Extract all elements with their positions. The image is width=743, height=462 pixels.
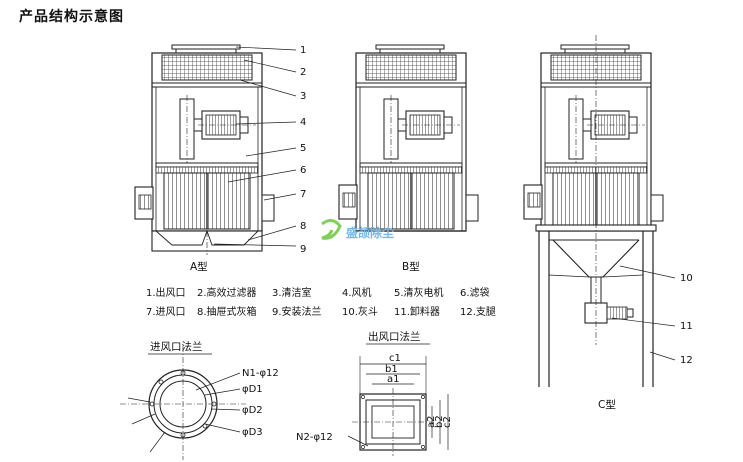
callout-3: 3 <box>300 91 306 102</box>
legend-item: 2.高效过滤器 <box>197 286 257 299</box>
callout-12: 12 <box>680 355 693 366</box>
callout-1: 1 <box>300 45 306 56</box>
inlet-d2-label: φD2 <box>242 405 263 416</box>
inlet-hole-label: N1-φ12 <box>242 368 279 379</box>
inlet-flange-title: 进风口法兰 <box>150 340 203 353</box>
outlet-dim-c1: c1 <box>389 353 401 364</box>
callout-7: 7 <box>300 189 306 200</box>
unit-a <box>134 44 275 255</box>
callout-4: 4 <box>300 117 306 128</box>
inlet-d3-label: φD3 <box>242 427 263 438</box>
legend-item: 5.清灰电机 <box>394 286 444 299</box>
callout-numbers: 1 2 3 4 5 6 7 8 9 10 11 12 <box>300 45 693 366</box>
legend-item: 9.安装法兰 <box>272 305 322 318</box>
page-title: 产品结构示意图 <box>19 9 124 25</box>
outlet-hole-label: N2-φ12 <box>296 432 333 443</box>
legend-item: 4.风机 <box>342 286 372 299</box>
legend-item: 7.进风口 <box>146 306 186 318</box>
legend-item: 6.滤袋 <box>460 286 490 299</box>
watermark: 盛颉除尘 <box>321 219 394 240</box>
outlet-flange-drawing: 出风口法兰 c1 b1 a1 a2 b2 c2 N2-φ12 <box>296 330 453 456</box>
outlet-flange-title: 出风口法兰 <box>368 330 421 343</box>
outlet-dim-b1: b1 <box>385 364 398 375</box>
callout-6: 6 <box>300 165 306 176</box>
variant-label-a: A型 <box>190 260 208 273</box>
outlet-dim-b2: b2 <box>434 415 445 428</box>
outlet-dim-a1: a1 <box>387 374 400 385</box>
unit-b <box>338 44 479 232</box>
parts-legend: 1.出风口 2.高效过滤器 3.清洁室 4.风机 5.清灰电机 6.滤袋 7.进… <box>146 286 496 318</box>
variant-label-c: C型 <box>598 398 616 411</box>
legend-item: 3.清洁室 <box>272 286 312 299</box>
callout-10: 10 <box>680 273 693 284</box>
unit-c <box>523 35 664 387</box>
callout-8: 8 <box>300 221 306 232</box>
callout-9: 9 <box>300 244 306 255</box>
outlet-dim-a2: a2 <box>426 416 437 429</box>
callout-11: 11 <box>680 321 693 332</box>
inlet-flange-drawing: 进风口法兰 N1-φ12 φD1 φD2 φD3 <box>120 340 279 460</box>
callout-leaders <box>213 46 676 361</box>
legend-item: 12.支腿 <box>460 306 496 318</box>
watermark-text: 盛颉除尘 <box>346 225 394 240</box>
inlet-d1-label: φD1 <box>242 384 263 395</box>
legend-item: 8.抽屉式灰箱 <box>197 305 257 318</box>
legend-item: 11.卸料器 <box>394 305 440 318</box>
legend-item: 10.灰斗 <box>342 305 378 318</box>
callout-2: 2 <box>300 67 306 78</box>
callout-5: 5 <box>300 143 306 154</box>
outlet-dim-c2: c2 <box>442 416 453 428</box>
legend-item: 1.出风口 <box>146 286 186 299</box>
variant-label-b: B型 <box>402 260 420 273</box>
